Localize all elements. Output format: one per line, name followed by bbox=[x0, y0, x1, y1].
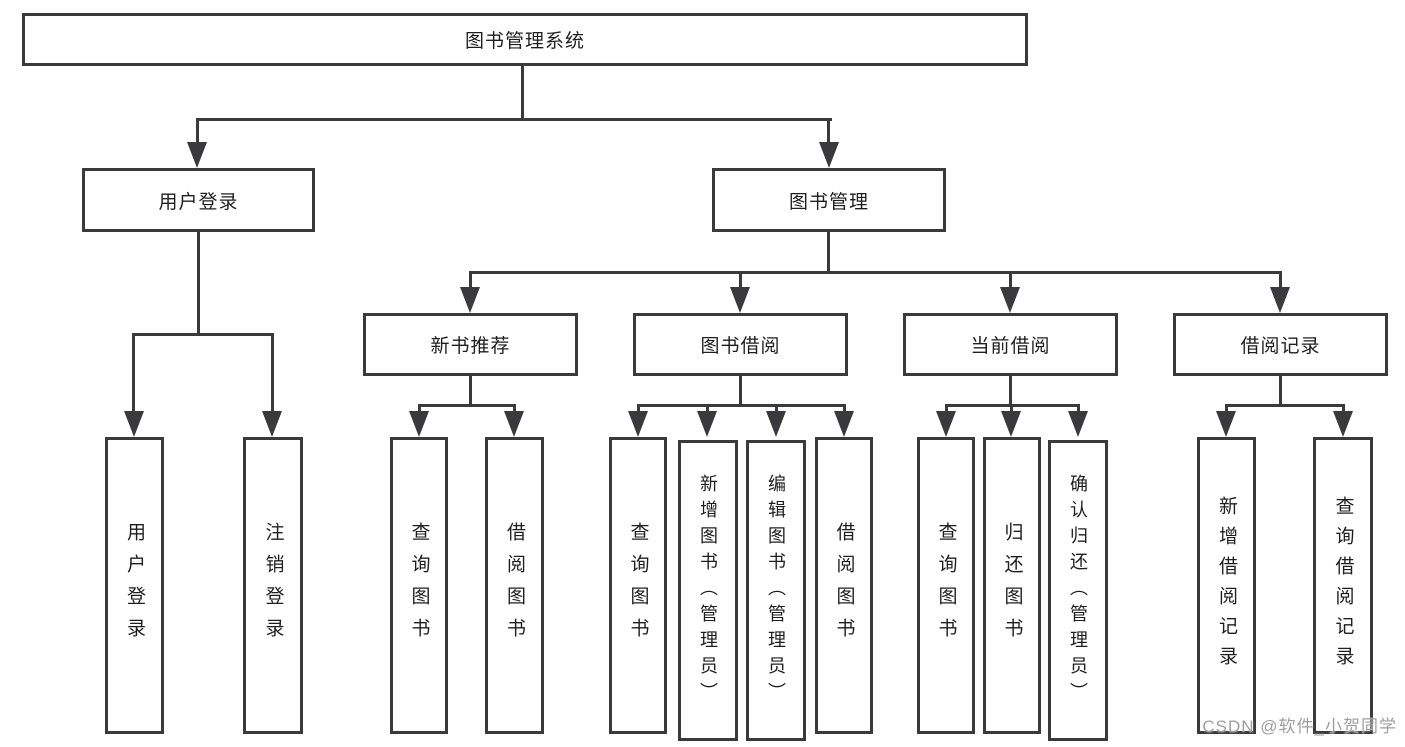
leaf-borrow-book-1: 借阅图书 bbox=[485, 437, 544, 734]
leaf-query-borrow-record: 查询借阅记录 bbox=[1313, 437, 1373, 734]
leaf-query-borrow-record-label: 查询借阅记录 bbox=[1332, 495, 1354, 676]
connector-g4-stem bbox=[1009, 376, 1012, 407]
connector-g5-stem bbox=[1279, 376, 1282, 407]
node-current-borrow: 当前借阅 bbox=[903, 313, 1118, 376]
node-new-book-recommend-label: 新书推荐 bbox=[430, 336, 511, 357]
connector-g3-stem bbox=[739, 376, 742, 407]
arrow-down-icon bbox=[262, 411, 282, 437]
arrow-down-icon bbox=[730, 287, 750, 313]
arrow-down-icon bbox=[504, 411, 524, 437]
connector-g2-drop bbox=[418, 404, 421, 413]
arrow-down-icon bbox=[1216, 411, 1236, 437]
leaf-query-book-1: 查询图书 bbox=[390, 437, 448, 734]
arrow-down-icon bbox=[628, 411, 648, 437]
node-borrow-records-label: 借阅记录 bbox=[1240, 336, 1321, 357]
leaf-query-book-2-label: 查询图书 bbox=[627, 521, 649, 650]
arrow-down-icon bbox=[1000, 287, 1020, 313]
connector-login-rail bbox=[132, 333, 274, 336]
node-borrow-records: 借阅记录 bbox=[1173, 313, 1388, 376]
arrow-down-icon bbox=[1068, 411, 1088, 437]
connector-g2-rail bbox=[418, 404, 516, 407]
node-book-borrow: 图书借阅 bbox=[633, 313, 848, 376]
connector-g2-stem bbox=[469, 376, 472, 407]
connector-g4-drop bbox=[1077, 404, 1080, 413]
leaf-user-login: 用户登录 bbox=[105, 437, 164, 734]
node-root: 图书管理系统 bbox=[22, 13, 1028, 66]
leaf-logout-label: 注销登录 bbox=[262, 521, 284, 650]
leaf-user-login-label: 用户登录 bbox=[124, 521, 145, 650]
connector-g4-drop bbox=[1010, 404, 1013, 413]
leaf-confirm-return-admin: 确认归还（管理员） bbox=[1048, 440, 1108, 741]
leaf-add-borrow-record-label: 新增借阅记录 bbox=[1216, 495, 1237, 676]
arrow-down-icon bbox=[1270, 287, 1290, 313]
leaf-edit-book-admin: 编辑图书（管理员） bbox=[746, 440, 806, 741]
connector-l3-drop bbox=[1279, 271, 1282, 289]
connector-l2-stem bbox=[827, 118, 830, 146]
connector-login-stem bbox=[197, 232, 200, 336]
leaf-borrow-book-2: 借阅图书 bbox=[815, 437, 873, 734]
leaf-query-book-2: 查询图书 bbox=[609, 437, 667, 734]
arrow-down-icon bbox=[819, 142, 839, 168]
connector-g3-drop bbox=[775, 404, 778, 413]
leaf-query-book-1-label: 查询图书 bbox=[408, 521, 430, 650]
leaf-return-book-label: 归还图书 bbox=[1001, 521, 1023, 650]
arrow-down-icon bbox=[1001, 411, 1021, 437]
node-user-login: 用户登录 bbox=[82, 168, 315, 232]
connector-root-stem bbox=[521, 64, 524, 120]
connector-g5-drop bbox=[1342, 404, 1345, 413]
connector-l2-stem bbox=[196, 118, 199, 146]
connector-g3-drop bbox=[706, 404, 709, 413]
arrow-down-icon bbox=[187, 142, 207, 168]
arrow-down-icon bbox=[834, 411, 854, 437]
node-user-login-label: 用户登录 bbox=[158, 191, 239, 213]
connector-g2-drop bbox=[513, 404, 516, 413]
arrow-down-icon bbox=[697, 411, 717, 437]
node-new-book-recommend: 新书推荐 bbox=[363, 313, 578, 376]
connector-g4-drop bbox=[945, 404, 948, 413]
arrow-down-icon bbox=[124, 411, 144, 437]
arrow-down-icon bbox=[766, 411, 786, 437]
arrow-down-icon bbox=[409, 411, 429, 437]
leaf-confirm-return-admin-label: 确认归还（管理员） bbox=[1068, 473, 1088, 708]
leaf-borrow-book-2-label: 借阅图书 bbox=[833, 521, 855, 650]
connector-g3-drop bbox=[843, 404, 846, 413]
node-current-borrow-label: 当前借阅 bbox=[970, 336, 1051, 357]
node-book-borrow-label: 图书借阅 bbox=[700, 336, 781, 357]
leaf-return-book: 归还图书 bbox=[983, 437, 1041, 734]
leaf-query-book-3-label: 查询图书 bbox=[935, 521, 957, 650]
arrow-down-icon bbox=[460, 287, 480, 313]
node-book-management-label: 图书管理 bbox=[788, 191, 869, 213]
leaf-add-book-admin: 新增图书（管理员） bbox=[678, 440, 738, 741]
leaf-add-borrow-record: 新增借阅记录 bbox=[1197, 437, 1256, 734]
leaf-add-book-admin-label: 新增图书（管理员） bbox=[698, 473, 718, 708]
connector-l3-drop bbox=[469, 271, 472, 289]
leaf-logout: 注销登录 bbox=[243, 437, 303, 734]
leaf-borrow-book-1-label: 借阅图书 bbox=[504, 521, 525, 650]
connector-l2-rail bbox=[196, 118, 832, 121]
connector-login-drop bbox=[132, 333, 135, 413]
connector-l3-rail bbox=[469, 271, 1282, 274]
connector-mgmt-stem bbox=[827, 232, 830, 274]
leaf-query-book-3: 查询图书 bbox=[917, 437, 975, 734]
leaf-edit-book-admin-label: 编辑图书（管理员） bbox=[766, 473, 786, 708]
connector-g5-drop bbox=[1225, 404, 1228, 413]
arrow-down-icon bbox=[1333, 411, 1353, 437]
connector-login-drop bbox=[271, 333, 274, 413]
node-book-management: 图书管理 bbox=[712, 168, 946, 232]
node-root-label: 图书管理系统 bbox=[464, 31, 585, 52]
connector-l3-drop bbox=[1009, 271, 1012, 289]
connector-l3-drop bbox=[739, 271, 742, 289]
arrow-down-icon bbox=[936, 411, 956, 437]
connector-g3-rail bbox=[637, 404, 845, 407]
connector-g3-drop bbox=[637, 404, 640, 413]
csdn-watermark: CSDN @软件_小贺同学 bbox=[1202, 717, 1397, 736]
connector-g5-rail bbox=[1225, 404, 1345, 407]
